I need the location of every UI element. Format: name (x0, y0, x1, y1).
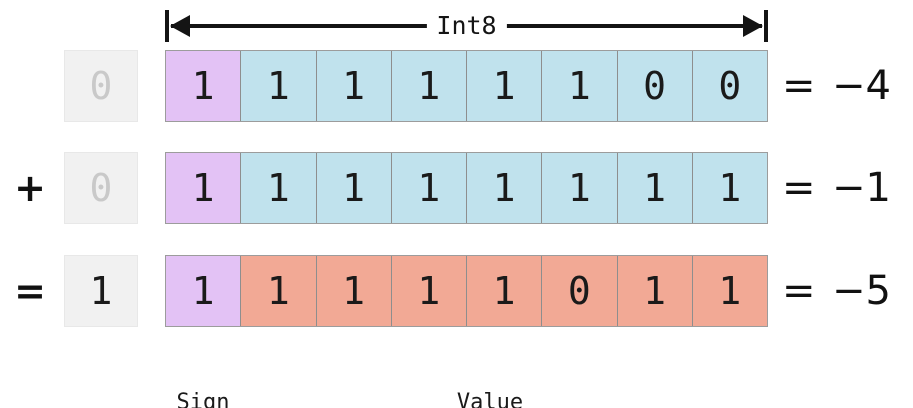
decimal-value-2: −1 (832, 165, 891, 211)
sign-bit-caption-line1: Sign (176, 390, 230, 408)
sign-bit-caption: Sign bit (128, 338, 278, 408)
equals-sign-1: = (782, 63, 816, 109)
decimal-value-3: −5 (832, 268, 891, 314)
byte-cells-3: 1 1 1 1 1 0 1 1 (165, 255, 768, 327)
bit-cell-3-1: 1 (241, 256, 317, 326)
int8-label: Int8 (426, 8, 507, 44)
bit-cell-3-4: 1 (467, 256, 543, 326)
row-operator-2: + (14, 166, 46, 210)
equals-sign-3: = (782, 268, 816, 314)
bit-cell-3-7: 1 (692, 256, 767, 326)
row-result-3: = −5 (782, 255, 891, 327)
binary-row-1: 0 1 1 1 1 1 1 0 0 = −4 (0, 50, 913, 122)
carry-cell-3: 1 (64, 255, 138, 327)
byte-cells-2: 1 1 1 1 1 1 1 1 (165, 152, 768, 224)
bit-cell-2-1: 1 (241, 153, 317, 223)
value-bits-caption-line1: Value (456, 390, 524, 408)
bit-cell-sign-1: 1 (166, 51, 242, 121)
arrow-left-icon (170, 15, 190, 37)
value-bits-caption: Value bits (415, 338, 565, 408)
row-result-2: = −1 (782, 152, 891, 224)
binary-row-3: = 1 1 1 1 1 1 0 1 1 = −5 (0, 255, 913, 327)
bit-cell-3-3: 1 (391, 256, 467, 326)
row-operator-3: = (14, 269, 46, 313)
bit-cell-1-5: 1 (542, 51, 618, 121)
decimal-value-1: −4 (832, 63, 891, 109)
row-result-1: = −4 (782, 50, 891, 122)
bit-cell-1-1: 1 (241, 51, 317, 121)
bit-cell-3-5: 0 (542, 256, 618, 326)
bit-cell-2-5: 1 (542, 153, 618, 223)
span-endcap-left (165, 10, 169, 42)
bit-cell-1-2: 1 (316, 51, 392, 121)
carry-cell-1: 0 (64, 50, 138, 122)
row-operator-1 (8, 50, 52, 122)
bit-cell-2-4: 1 (467, 153, 543, 223)
int8-span-bracket: Int8 (165, 8, 768, 44)
bit-cell-sign-2: 1 (166, 153, 242, 223)
bit-cell-1-7: 0 (692, 51, 767, 121)
bit-cell-3-6: 1 (617, 256, 693, 326)
bit-cell-2-3: 1 (391, 153, 467, 223)
bit-cell-1-6: 0 (617, 51, 693, 121)
bit-cell-sign-3: 1 (166, 256, 242, 326)
bit-cell-2-7: 1 (692, 153, 767, 223)
span-endcap-right (764, 10, 768, 42)
carry-cell-2: 0 (64, 152, 138, 224)
binary-row-2: + 0 1 1 1 1 1 1 1 1 = −1 (0, 152, 913, 224)
bit-cell-1-3: 1 (391, 51, 467, 121)
bit-cell-1-4: 1 (467, 51, 543, 121)
bit-cell-3-2: 1 (316, 256, 392, 326)
arrow-right-icon (743, 15, 763, 37)
bit-cell-2-2: 1 (316, 153, 392, 223)
equals-sign-2: = (782, 165, 816, 211)
bit-cell-2-6: 1 (617, 153, 693, 223)
byte-cells-1: 1 1 1 1 1 1 0 0 (165, 50, 768, 122)
